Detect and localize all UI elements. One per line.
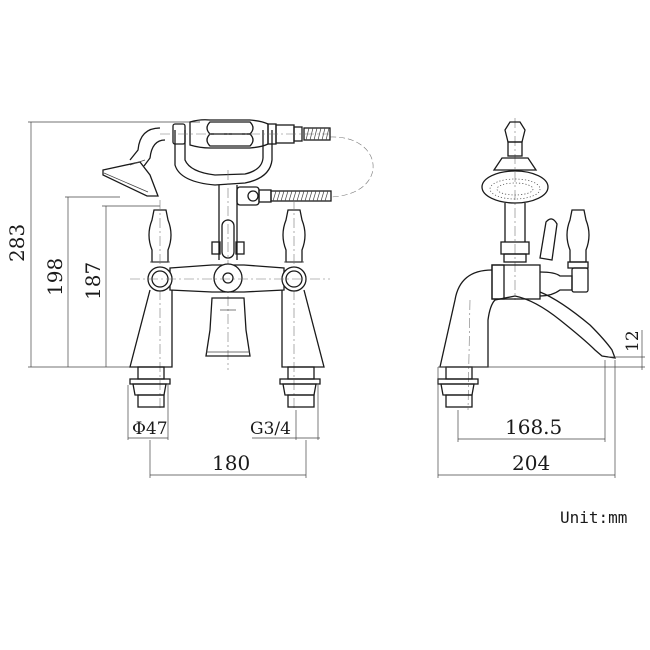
side-view: 12 168.5 204 bbox=[437, 118, 645, 478]
dim-handle-height: 198 bbox=[43, 258, 67, 296]
dim-base-diameter: Φ47 bbox=[132, 419, 168, 439]
dim-spout-reach: 168.5 bbox=[505, 415, 562, 439]
dim-overall-height: 283 bbox=[5, 224, 29, 262]
dim-centers: 180 bbox=[212, 451, 250, 475]
front-view: 283 198 187 bbox=[5, 119, 374, 478]
dim-thread: G3/4 bbox=[250, 419, 291, 439]
unit-label: Unit:mm bbox=[560, 508, 628, 527]
dim-spout-clearance: 12 bbox=[623, 330, 643, 352]
dim-overall-depth: 204 bbox=[512, 451, 550, 475]
dim-spout-height: 187 bbox=[81, 262, 105, 300]
